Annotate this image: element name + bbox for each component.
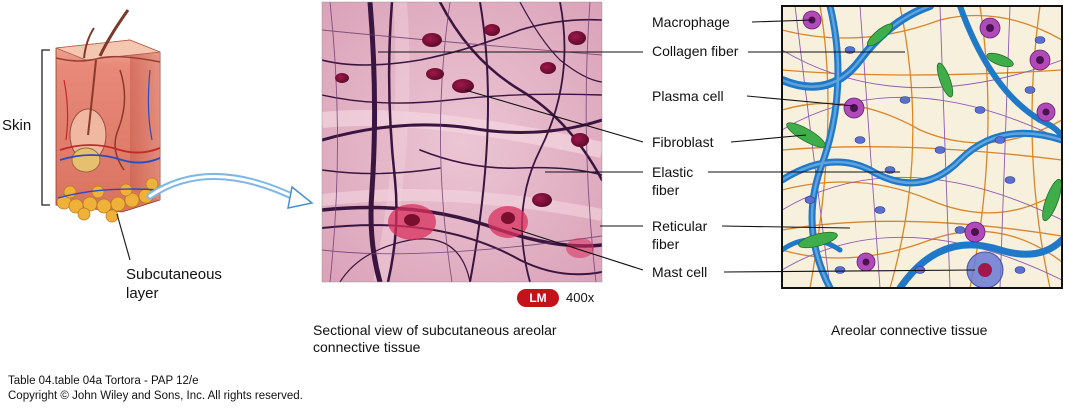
subcutaneous-leader xyxy=(116,213,131,261)
subcutaneous-label: Subcutaneous layer xyxy=(126,266,222,302)
elastic-label: Elastic fiber xyxy=(652,164,694,198)
micrograph-caption: Sectional view of subcutaneous areolar c… xyxy=(313,322,557,355)
skin-illustration xyxy=(41,9,161,261)
collagen-label: Collagen fiber xyxy=(652,43,739,59)
magnification-label: 400x xyxy=(566,290,595,305)
skin-bracket xyxy=(41,49,50,206)
leader-reticular-illu xyxy=(721,225,851,229)
mast-label: Mast cell xyxy=(652,264,708,280)
illustration-caption: Areolar connective tissue xyxy=(831,322,988,338)
magnify-arrow xyxy=(146,172,304,204)
leader-mast-micro xyxy=(511,227,644,271)
leader-plasma xyxy=(746,95,855,107)
leader-lines xyxy=(378,19,976,273)
micrograph-image xyxy=(321,1,603,283)
footer-source: Table 04.table 04a Tortora - PAP 12/e xyxy=(8,375,199,387)
lm-badge: LM xyxy=(517,289,559,307)
leader-fibroblast-illu xyxy=(730,134,807,143)
leader-mast-illu xyxy=(723,269,976,273)
leader-fibroblast-micro xyxy=(464,89,644,143)
macrophage-label: Macrophage xyxy=(652,14,730,30)
leader-macrophage xyxy=(751,19,813,23)
fibroblast-label: Fibroblast xyxy=(652,134,714,150)
plasma-label: Plasma cell xyxy=(652,88,724,104)
footer-copyright: Copyright © John Wiley and Sons, Inc. Al… xyxy=(8,390,303,402)
reticular-label: Reticular fiber xyxy=(652,218,708,252)
arrow-head xyxy=(287,185,314,209)
skin-label: Skin xyxy=(2,117,32,134)
areolar-illustration xyxy=(781,5,1063,289)
